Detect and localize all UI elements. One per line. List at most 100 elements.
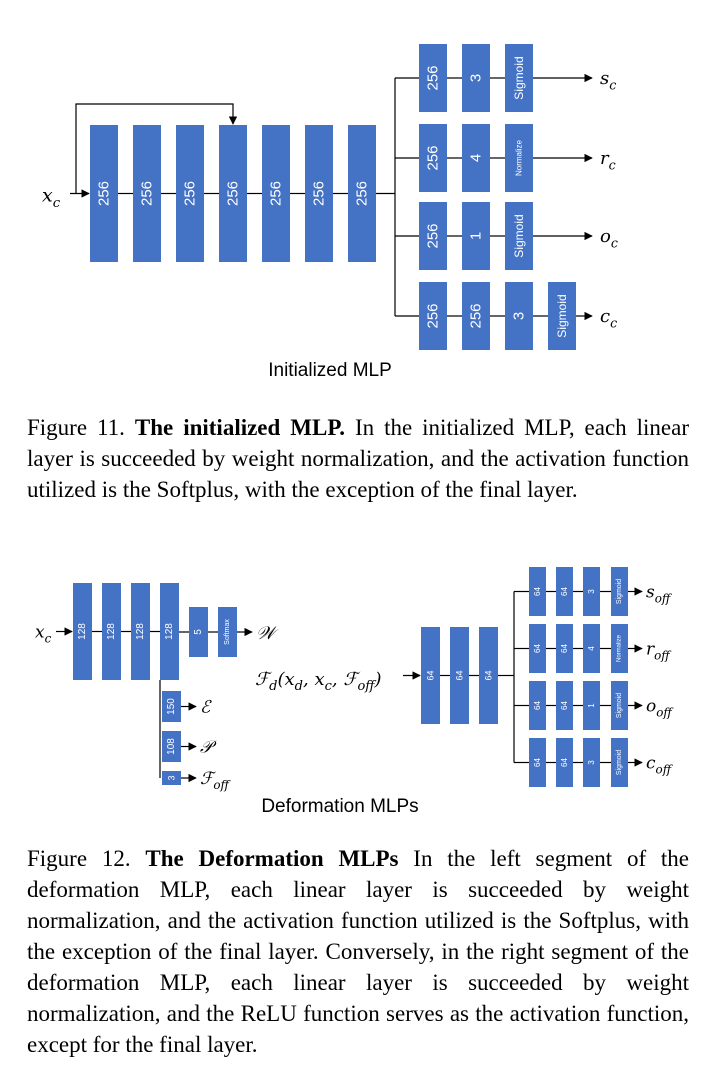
layer-label: 64 — [455, 670, 465, 680]
trunk-layer: 128 — [160, 583, 179, 680]
branch-layer: 1 — [583, 681, 600, 730]
layer-label: 64 — [426, 670, 436, 680]
deform-input-label: ℱd(xd, xc, ℱoff) — [255, 669, 382, 694]
layer-box — [556, 624, 573, 673]
skip-connection — [75, 103, 238, 194]
layer-box — [583, 681, 600, 730]
layer-label: Sigmoid — [616, 693, 623, 718]
branch-layer: 3 — [505, 282, 533, 350]
layer-box — [162, 691, 181, 722]
layer-box — [462, 202, 490, 270]
layer-label: 128 — [77, 623, 88, 640]
layer-label: 256 — [354, 181, 371, 206]
layer-box — [305, 125, 333, 262]
activation-layer: Sigmoid — [611, 738, 628, 787]
layer-box — [548, 282, 576, 350]
layer-box — [611, 567, 628, 616]
diagram-title: Initialized MLP — [268, 360, 392, 381]
trunk-layer: 256 — [348, 125, 376, 262]
layer-label: Softmax — [224, 619, 231, 645]
trunk-layer: 128 — [131, 583, 150, 680]
activation-layer: Sigmoid — [548, 282, 576, 350]
layer-label: 3 — [511, 312, 528, 320]
layer-label: Sigmoid — [555, 294, 569, 337]
layer-label: 256 — [182, 181, 199, 206]
layer-box — [611, 738, 628, 787]
layer-box — [160, 583, 179, 680]
layer-label: Sigmoid — [616, 579, 623, 604]
layer-label: 256 — [225, 181, 242, 206]
output-label: rc — [600, 148, 616, 172]
branch-layer: 64 — [556, 738, 573, 787]
layer-label: 64 — [560, 758, 569, 767]
output-label: oc — [600, 226, 618, 250]
trunk-layer: 64 — [421, 627, 440, 724]
trunk-layer: 64 — [450, 627, 469, 724]
layer-box — [421, 627, 440, 724]
layer-box — [462, 44, 490, 112]
layer-box — [419, 44, 447, 112]
layer-box — [505, 44, 533, 112]
layer-box — [529, 681, 546, 730]
layer-box — [583, 624, 600, 673]
activation-layer: Normalize — [505, 124, 533, 192]
layer-box — [450, 627, 469, 724]
layer-box — [611, 681, 628, 730]
layer-label: 256 — [311, 181, 328, 206]
branch-layer: 5 — [189, 607, 208, 657]
layer-label: 4 — [587, 646, 596, 651]
output-label: coff — [646, 754, 674, 777]
output-label: ooff — [646, 697, 674, 720]
layer-box — [419, 202, 447, 270]
layer-box — [505, 282, 533, 350]
layer-label: 128 — [106, 623, 117, 640]
layer-label: 64 — [533, 701, 542, 710]
layer-label: 64 — [560, 587, 569, 596]
layer-label: 4 — [468, 154, 485, 162]
layer-box — [219, 125, 247, 262]
layer-label: 1 — [468, 232, 485, 240]
layer-label: 256 — [425, 65, 442, 90]
branch-layer: 3 — [583, 567, 600, 616]
layer-box — [556, 681, 573, 730]
trunk-layer: 256 — [262, 125, 290, 262]
layer-box — [611, 624, 628, 673]
branch-layer: 64 — [556, 624, 573, 673]
branch-layer: 4 — [583, 624, 600, 673]
diagram-title: Deformation MLPs — [261, 796, 418, 817]
layer-label: 64 — [533, 758, 542, 767]
layer-box — [176, 125, 204, 262]
branch-layer: 64 — [529, 738, 546, 787]
layer-box — [162, 731, 181, 762]
layer-label: 128 — [164, 623, 175, 640]
branch-layer: 64 — [529, 624, 546, 673]
input-label: xc — [42, 185, 61, 212]
layer-label: Sigmoid — [616, 750, 623, 775]
output-label: cc — [600, 306, 617, 330]
layer-box — [529, 624, 546, 673]
branch-layer: 256 — [419, 124, 447, 192]
trunk-layer: 128 — [73, 583, 92, 680]
output-label: 𝒲 — [256, 623, 279, 644]
layer-label: Normalize — [515, 139, 524, 176]
layer-label: 1 — [587, 703, 596, 708]
figure-12-caption: Figure 12. The Deformation MLPs In the l… — [27, 846, 690, 1057]
layer-label: 5 — [193, 629, 204, 635]
layer-box — [131, 583, 150, 680]
layer-label: Sigmoid — [512, 214, 526, 257]
output-label: ℱoff — [200, 769, 232, 792]
branch-layer: 150 — [162, 691, 181, 722]
branch-layer: 256 — [462, 282, 490, 350]
trunk-layer: 256 — [219, 125, 247, 262]
layer-box — [479, 627, 498, 724]
layer-label: 256 — [268, 181, 285, 206]
trunk-layer: 256 — [176, 125, 204, 262]
layer-box — [556, 567, 573, 616]
layer-label: 3 — [587, 760, 596, 765]
input-label: xc — [35, 623, 52, 646]
layer-label: Normalize — [617, 634, 623, 662]
layer-box — [262, 125, 290, 262]
layer-label: 64 — [560, 701, 569, 710]
activation-layer: Normalize — [611, 624, 628, 673]
